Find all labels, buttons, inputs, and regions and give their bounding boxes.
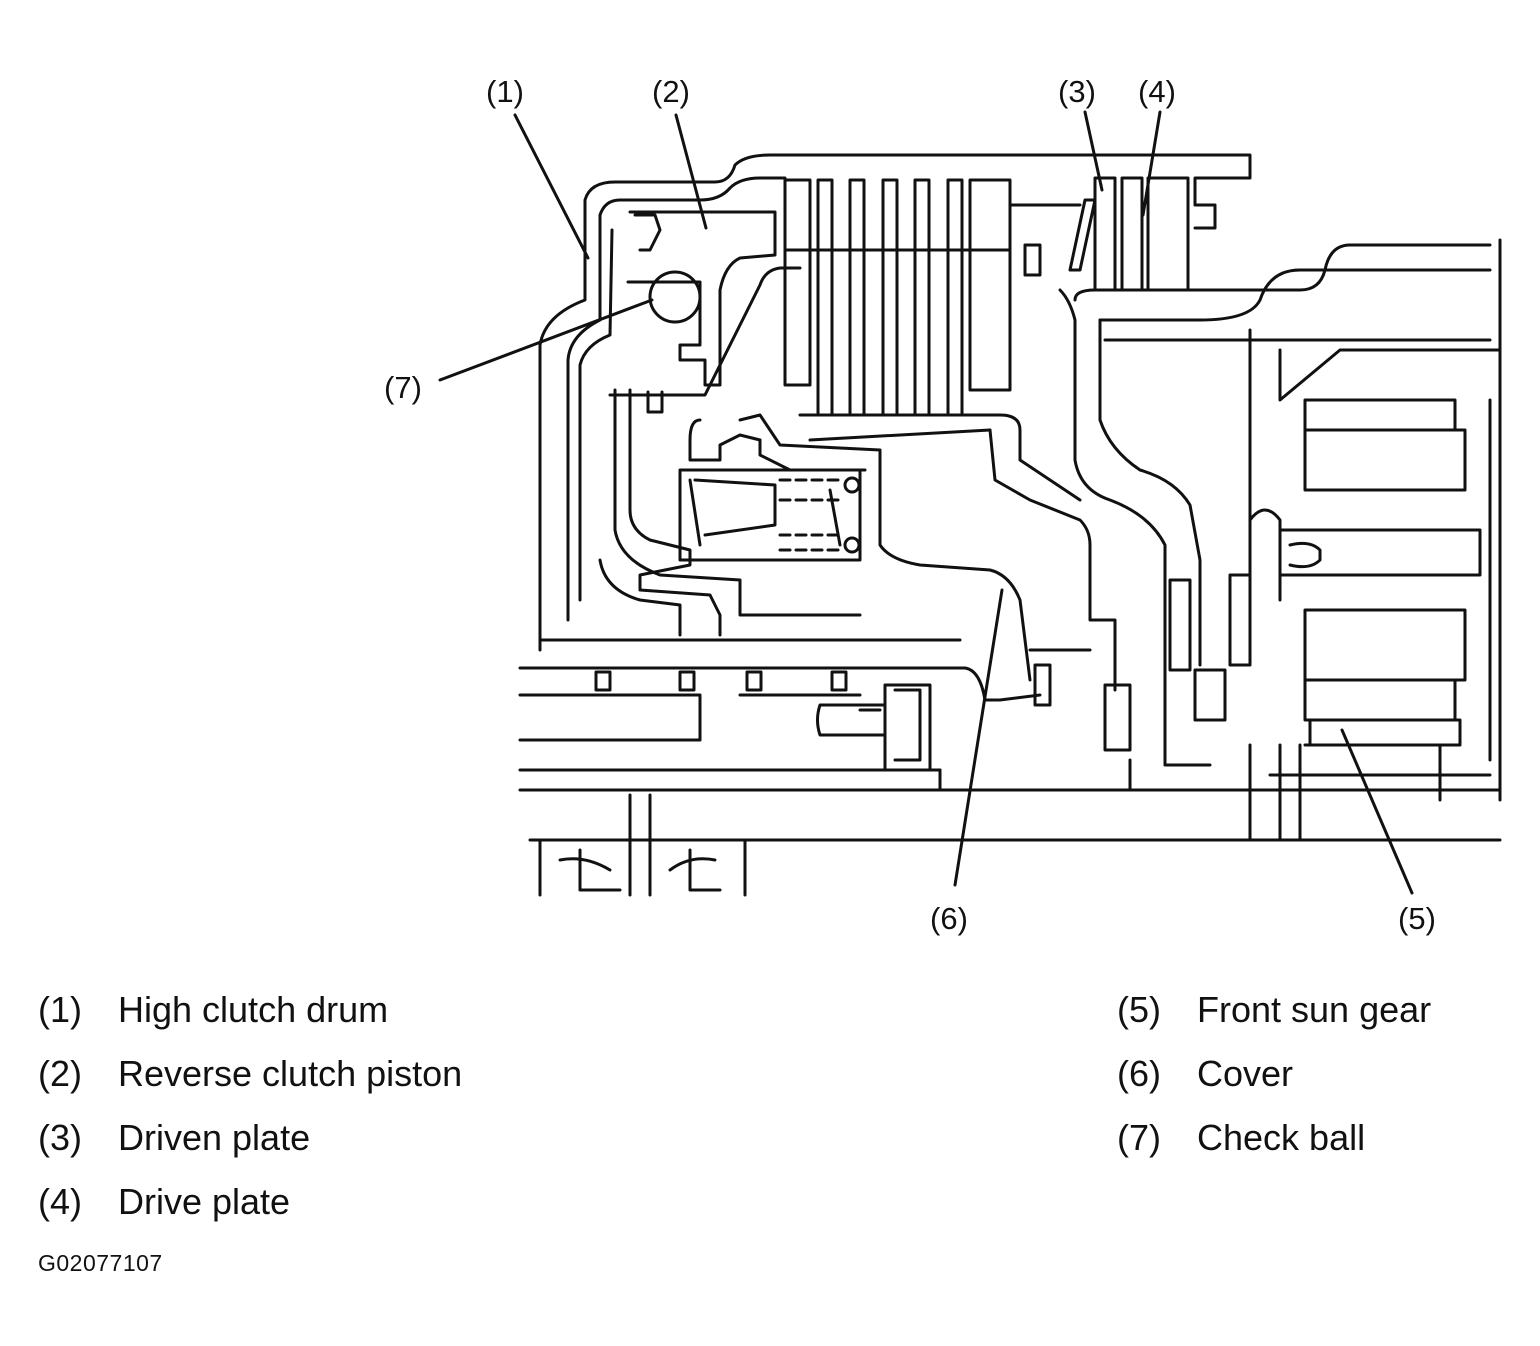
legend-right: (5) Front sun gear (6) Cover (7) Check b… (1117, 992, 1431, 1184)
high-clutch-drum (538, 153, 1252, 652)
callout-1: (1) (486, 74, 524, 109)
callout-5: (5) (1398, 901, 1436, 936)
leader-7 (438, 298, 654, 382)
legend-number: (2) (38, 1053, 82, 1094)
legend-left: (1) High clutch drum (2) Reverse clutch … (38, 992, 462, 1248)
snap-ring-teeth (594, 670, 848, 692)
callout-7: (7) (384, 370, 422, 405)
legend-label: Check ball (1197, 1117, 1366, 1158)
legend-label: Cover (1197, 1053, 1294, 1094)
legend-label: Drive plate (118, 1181, 291, 1222)
reverse-clutch-piston (626, 210, 777, 387)
leader-6 (953, 588, 1004, 887)
legend-item: (4) Drive plate (38, 1184, 462, 1248)
leader-3 (1083, 110, 1104, 192)
legend-number: (1) (38, 989, 82, 1030)
callout-3: (3) (1058, 74, 1096, 109)
legend-number: (3) (38, 1117, 82, 1158)
callout-2: (2) (652, 74, 690, 109)
driven-plate (1068, 198, 1097, 272)
leader-1 (513, 113, 590, 260)
transmission-cross-section-diagram (438, 110, 1502, 897)
clutch-plate-stack (783, 178, 1082, 502)
front-sun-gear (1248, 328, 1502, 842)
legend-item: (2) Reverse clutch piston (38, 1056, 462, 1120)
figure-id: G02077107 (38, 1250, 163, 1276)
legend-label: Driven plate (118, 1117, 311, 1158)
callout-4: (4) (1138, 74, 1176, 109)
leader-2 (674, 113, 708, 230)
leader-5 (1340, 728, 1414, 895)
legend-item: (5) Front sun gear (1117, 992, 1431, 1056)
check-ball (648, 270, 702, 324)
legend-number: (6) (1117, 1053, 1161, 1094)
legend-item: (7) Check ball (1117, 1120, 1431, 1184)
legend-number: (7) (1117, 1117, 1161, 1158)
legend-item: (3) Driven plate (38, 1120, 462, 1184)
legend-number: (5) (1117, 989, 1161, 1030)
legend-label: High clutch drum (118, 989, 389, 1030)
legend-item: (6) Cover (1117, 1056, 1431, 1120)
legend-label: Reverse clutch piston (118, 1053, 463, 1094)
legend-number: (4) (38, 1181, 82, 1222)
cover (988, 428, 1117, 692)
drive-plate (1093, 176, 1117, 292)
callout-6: (6) (930, 901, 968, 936)
legend-item: (1) High clutch drum (38, 992, 462, 1056)
legend-label: Front sun gear (1197, 989, 1432, 1030)
leader-4 (1141, 110, 1162, 217)
